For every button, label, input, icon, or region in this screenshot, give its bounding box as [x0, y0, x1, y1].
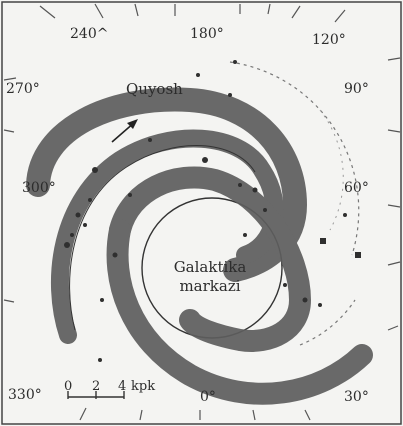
longitude-label-30: 30° — [344, 389, 369, 405]
longitude-ticks — [3, 3, 401, 421]
longitude-label-300: 300° — [22, 180, 56, 196]
longitude-label-120: 120° — [312, 32, 346, 48]
scale-unit: kpk — [131, 379, 156, 394]
scale-tick-4: 4 — [118, 379, 127, 394]
spiral-arm-middle — [50, 129, 284, 344]
longitude-label-270: 270° — [6, 81, 40, 97]
star-clusters — [64, 60, 361, 362]
longitude-label-60: 60° — [344, 180, 369, 196]
scale-tick-2: 2 — [92, 379, 101, 394]
sun-label: Quyosh — [126, 80, 183, 98]
spiral-arm-inner-upper — [109, 166, 312, 352]
scale-tick-0: 0 — [64, 379, 73, 394]
spiral-arm-inner-lower — [106, 219, 373, 405]
galactic-center-label: Galaktika markazi — [165, 258, 255, 296]
inner-dotted-arc — [319, 109, 344, 231]
arm-guide-line — [69, 145, 256, 331]
longitude-label-0: 0° — [200, 389, 216, 405]
longitude-label-240: 240^ — [70, 26, 109, 42]
lower-orbit-arc — [299, 299, 356, 346]
outer-orbit-arc — [229, 61, 360, 256]
spiral-arms — [26, 87, 373, 405]
longitude-label-90: 90° — [344, 81, 369, 97]
galactic-center-label-line1: Galaktika — [173, 258, 247, 276]
longitude-label-180: 180° — [190, 26, 224, 42]
longitude-label-330: 330° — [8, 387, 42, 403]
scale-bar — [67, 391, 125, 399]
galactic-center-label-line2: markazi — [179, 276, 241, 295]
sun-arrow-head — [127, 119, 138, 129]
